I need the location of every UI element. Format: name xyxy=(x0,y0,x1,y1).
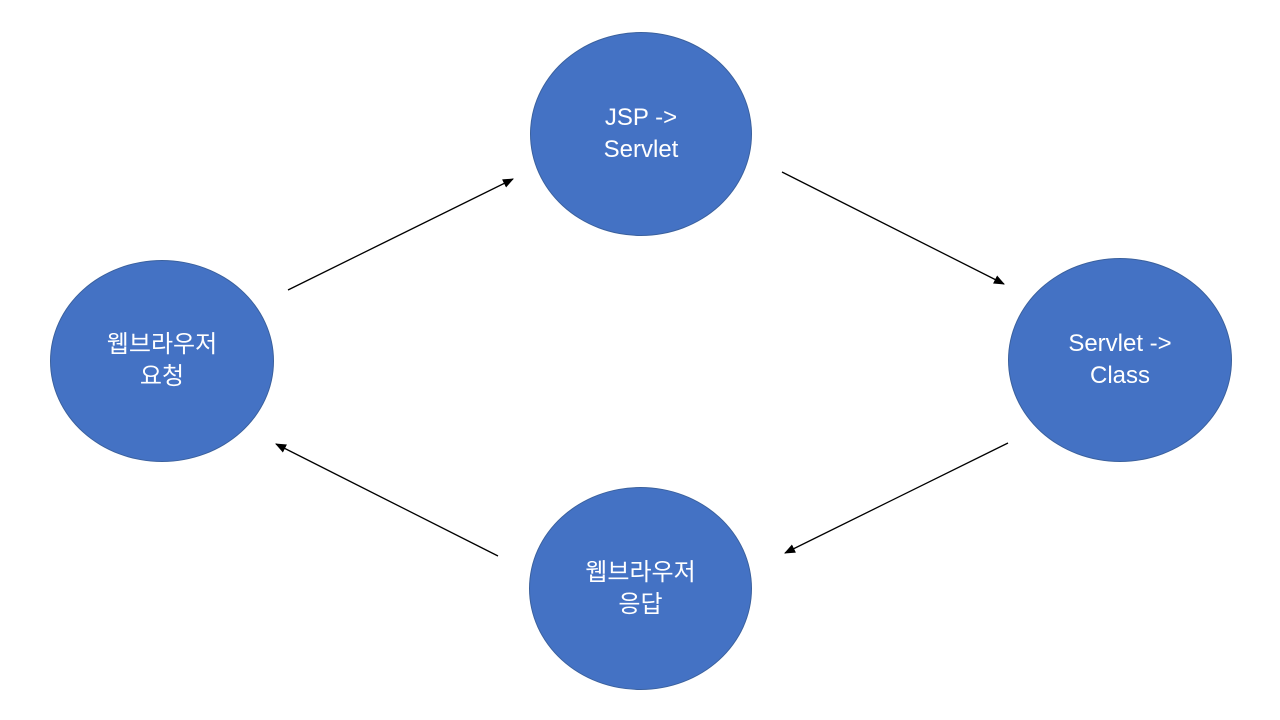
arrow-bottom-to-left xyxy=(275,443,499,557)
node-label-line: 응답 xyxy=(618,590,663,618)
node-label-line: 요청 xyxy=(139,363,185,390)
node-label-line: 웹브라우저 xyxy=(585,558,696,586)
node-jsp-to-servlet: JSP -> Servlet xyxy=(530,32,752,236)
node-label-line: Servlet xyxy=(603,136,679,163)
arrow-left-to-top xyxy=(287,178,514,291)
node-web-browser-request: 웹브라우저 요청 xyxy=(50,260,274,462)
node-servlet-to-class: Servlet -> Class xyxy=(1008,258,1232,462)
node-label-line: 웹브라우저 xyxy=(106,331,218,359)
arrow-right-to-bottom xyxy=(784,442,1009,554)
node-label-line: Servlet -> xyxy=(1068,330,1172,358)
node-web-browser-response: 웹브라우저 응답 xyxy=(529,487,752,690)
arrow-top-to-right xyxy=(781,171,1005,285)
node-label-line: Class xyxy=(1089,362,1150,389)
node-label-line: JSP -> xyxy=(604,104,678,132)
